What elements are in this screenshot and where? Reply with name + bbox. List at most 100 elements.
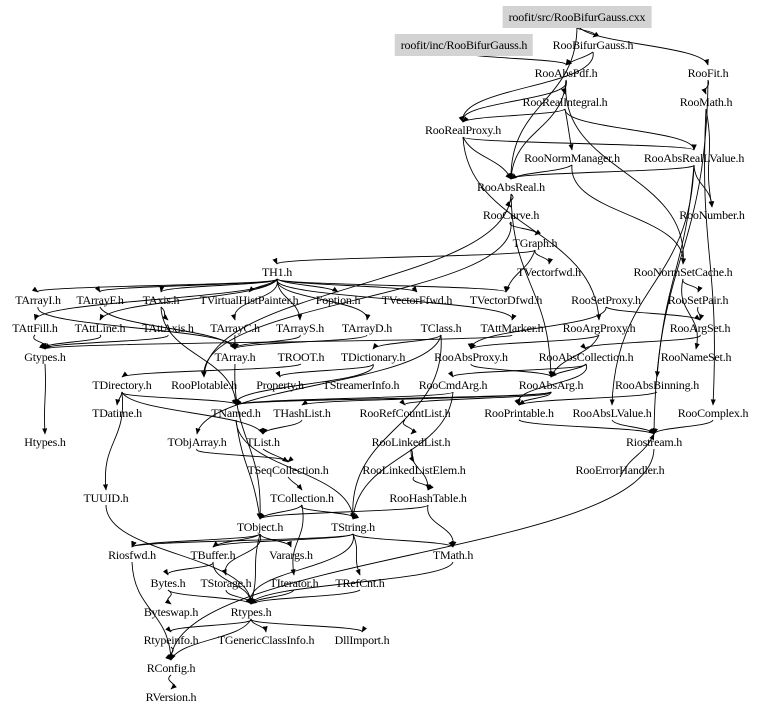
node-dllimport[interactable]: DllImport.h [334,633,390,647]
node-roocurve[interactable]: RooCurve.h [482,208,540,222]
node-tarrayf[interactable]: TArrayF.h [76,293,124,307]
node-rooargproxy[interactable]: RooArgProxy.h [562,321,636,335]
node-varargs[interactable]: Varargs.h [269,548,313,562]
node-tdirectory[interactable]: TDirectory.h [92,378,152,392]
edge-RooErrorHandler-to-Riostream [619,433,655,478]
node-tvectorffwd[interactable]: TVectorFfwd.h [381,293,453,307]
node-rooabsreal[interactable]: RooAbsReal.h [477,180,545,194]
node-rooabsreallvalue[interactable]: RooAbsRealLValue.h [643,151,745,165]
edge-RooAbsPdf-to-RooNormSetCache [565,79,686,265]
node-tstring[interactable]: TString.h [331,520,375,534]
node-tseqcollection[interactable]: TSeqCollection.h [247,463,329,477]
node-tattaxis[interactable]: TAttAxis.h [142,321,194,335]
edge-TGraph-to-TH1 [272,249,536,265]
node-rooprintable[interactable]: RooPrintable.h [484,406,554,420]
node-tbuffer[interactable]: TBuffer.h [190,548,236,562]
node-roonameset[interactable]: RooNameSet.h [660,350,732,364]
node-roonumber[interactable]: RooNumber.h [679,208,745,222]
node-tdatime[interactable]: TDatime.h [92,406,142,420]
node-tvectordfwd[interactable]: TVectorDfwd.h [469,293,543,307]
node-roobifurgauss[interactable]: RooBifurGauss.h [552,38,634,52]
node-htypes[interactable]: Htypes.h [24,435,66,449]
node-byteswap[interactable]: Byteswap.h [143,605,199,619]
node-tstreamerinfo[interactable]: TStreamerInfo.h [322,378,400,392]
node-bytes[interactable]: Bytes.h [150,576,186,590]
node-rooabsbinning[interactable]: RooAbsBinning.h [614,378,700,392]
edge-RooAbsReal-to-RooAbsArg [510,193,554,378]
edge-RooRealProxy-to-RooAbsRealLValue [462,136,697,151]
node-taxis[interactable]: TAxis.h [142,293,180,307]
node-rconfig[interactable]: RConfig.h [146,661,196,675]
node-tgenericclassinfo[interactable]: TGenericClassInfo.h [217,633,315,647]
node-property[interactable]: Property.h [256,378,304,392]
node-tattfill[interactable]: TAttFill.h [12,321,58,335]
node-roosetproxy[interactable]: RooSetProxy.h [571,293,641,307]
node-tobjarray[interactable]: TObjArray.h [167,435,227,449]
node-riosfwd[interactable]: Riosfwd.h [108,548,156,562]
node-roosetpair[interactable]: RooSetPair.h [667,293,729,307]
node-rooplotable[interactable]: RooPlotable.h [171,378,237,392]
node-foption[interactable]: Foption.h [315,293,361,307]
node-tattline[interactable]: TAttLine.h [74,321,126,335]
node-roocomplex[interactable]: RooComplex.h [677,406,749,420]
node-th1[interactable]: TH1.h [262,265,292,279]
node-tgraph[interactable]: TGraph.h [512,236,558,250]
node-roonormsetcache[interactable]: RooNormSetCache.h [633,265,733,279]
node-thashlist[interactable]: THashList.h [273,406,331,420]
edge-TAxis-to-TNamed [160,306,239,406]
node-tuuid[interactable]: TUUID.h [83,491,129,505]
node-cxx[interactable]: roofit/src/RooBifurGauss.cxx [502,6,652,28]
node-tarrayi[interactable]: TArrayI.h [15,293,61,307]
node-roolinkedlist[interactable]: RooLinkedList.h [371,435,451,449]
node-tlist[interactable]: TList.h [246,435,280,449]
edge-TNamed-to-TObject [235,419,262,520]
node-rooabspdf[interactable]: RooAbsPdf.h [534,66,598,80]
node-trefcnt[interactable]: TRefCnt.h [335,576,385,590]
node-rversion[interactable]: RVersion.h [145,690,197,704]
node-tcollection[interactable]: TCollection.h [270,491,334,505]
node-inch[interactable]: roofit/inc/RooBifurGauss.h [394,34,534,56]
node-riostream[interactable]: Riostream.h [625,435,683,449]
node-tobject[interactable]: TObject.h [236,520,284,534]
node-roorealproxy[interactable]: RooRealProxy.h [424,123,502,137]
node-roofit[interactable]: RooFit.h [687,66,729,80]
node-tattmarker[interactable]: TAttMarker.h [480,321,544,335]
node-roohashtable[interactable]: RooHashTable.h [389,491,467,505]
node-gtypes[interactable]: Gtypes.h [24,350,66,364]
node-troot[interactable]: TROOT.h [277,350,325,364]
node-tarray[interactable]: TArray.h [214,350,256,364]
node-roocmdarg[interactable]: RooCmdArg.h [418,378,488,392]
node-tvirtualhistpainter[interactable]: TVirtualHistPainter.h [199,293,299,307]
node-tarrayd[interactable]: TArrayD.h [341,321,393,335]
node-rooabsarg[interactable]: RooAbsArg.h [518,378,584,392]
node-roolinkedlistelem[interactable]: RooLinkedListElem.h [362,463,466,477]
node-tdictionary[interactable]: TDictionary.h [340,350,406,364]
node-rtypes[interactable]: Rtypes.h [230,605,272,619]
node-tclass[interactable]: TClass.h [420,321,462,335]
node-tstorage[interactable]: TStorage.h [200,576,252,590]
node-rooargset[interactable]: RooArgSet.h [669,321,731,335]
node-tarrays[interactable]: TArrayS.h [275,321,325,335]
node-tarrayc[interactable]: TArrayC.h [210,321,260,335]
edge-RooCurve-to-RooPlotable [200,221,512,378]
edge-TGraph-to-TVectorfwd [534,249,553,265]
node-roorefcountlist[interactable]: RooRefCountList.h [359,406,451,420]
edge-Rtypes-to-RConfig [170,618,252,661]
node-rooabsproxy[interactable]: RooAbsProxy.h [434,350,508,364]
node-tmath[interactable]: TMath.h [432,548,474,562]
edge-RooSetPair-to-RooArgSet [697,306,705,321]
node-rooabscollection[interactable]: RooAbsCollection.h [538,350,634,364]
edge-THashList-to-TList [262,419,303,435]
edge-RConfig-to-RVersion [168,674,177,690]
node-tnamed[interactable]: TNamed.h [211,406,261,420]
node-rtypeinfo[interactable]: Rtypeinfo.h [143,633,199,647]
node-titerator[interactable]: TIterator.h [269,576,319,590]
node-roorealintegral[interactable]: RooRealIntegral.h [522,95,608,109]
node-tvectorfwd[interactable]: TVectorfwd.h [517,265,581,279]
edge-RooSetProxy-to-RooAbsProxy [467,306,607,350]
node-rooabslvalue[interactable]: RooAbsLValue.h [572,406,652,420]
node-rooerrorhandler[interactable]: RooErrorHandler.h [575,463,665,477]
node-roomath[interactable]: RooMath.h [679,95,733,109]
node-roonormmanager[interactable]: RooNormManager.h [524,151,620,165]
edge-RooCurve-to-TGraph [509,221,541,236]
